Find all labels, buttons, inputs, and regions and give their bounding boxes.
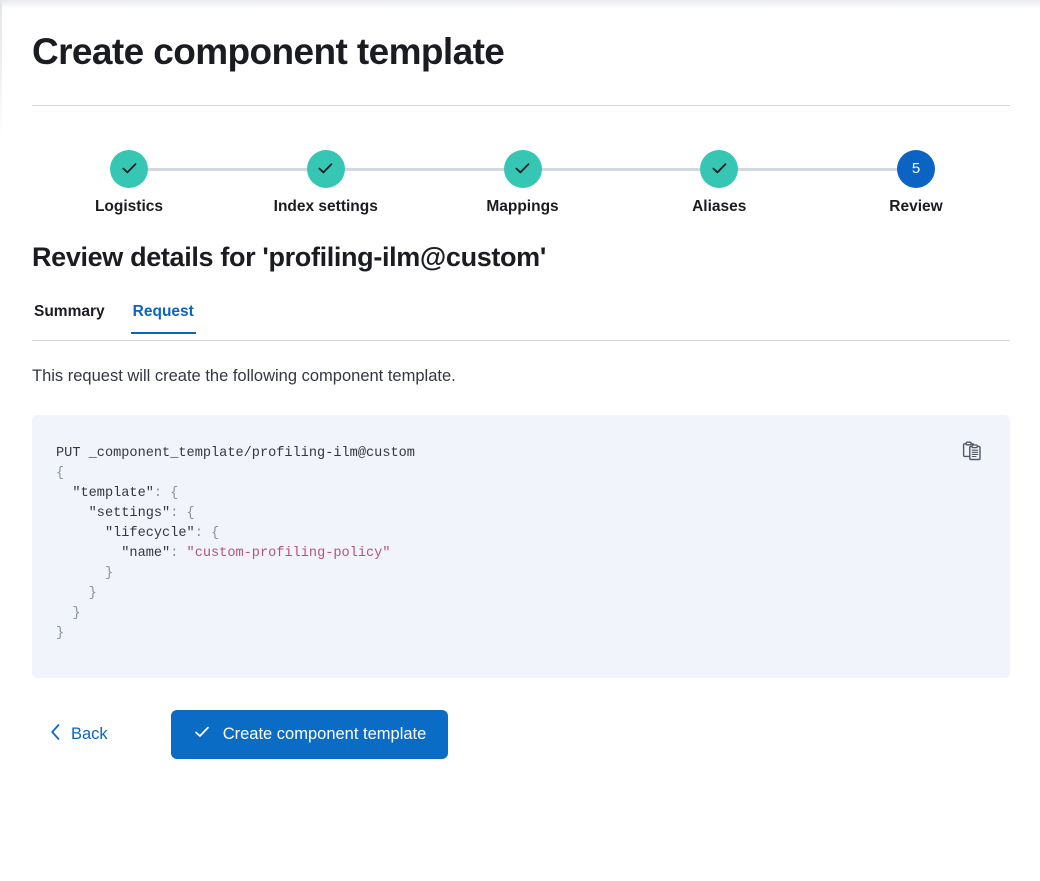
check-icon bbox=[110, 149, 148, 188]
step-logistics[interactable]: Logistics bbox=[44, 149, 214, 216]
left-edge-shadow bbox=[0, 0, 2, 881]
step-label: Mappings bbox=[486, 197, 559, 215]
wizard-footer: Back Create component template bbox=[32, 710, 1008, 760]
step-label: Index settings bbox=[273, 197, 378, 215]
request-code-block: PUT _component_template/profiling-ilm@cu… bbox=[32, 444, 1010, 644]
back-button[interactable]: Back bbox=[45, 717, 112, 752]
back-button-label: Back bbox=[71, 725, 108, 744]
code-token bbox=[56, 506, 89, 521]
create-button-label: Create component template bbox=[222, 725, 427, 744]
request-description: This request will create the following c… bbox=[32, 367, 456, 386]
code-token: "name" bbox=[121, 546, 171, 562]
chevron-left-icon bbox=[49, 723, 62, 746]
step-number: 5 bbox=[911, 160, 921, 178]
tab-request[interactable]: Request bbox=[130, 303, 196, 335]
create-component-template-button[interactable]: Create component template bbox=[170, 710, 449, 760]
code-token: } bbox=[56, 566, 114, 582]
code-token: } bbox=[56, 606, 81, 622]
review-tabs: Summary Request bbox=[32, 299, 1010, 342]
step-connector bbox=[342, 167, 506, 171]
step-label: Review bbox=[889, 197, 943, 215]
step-label: Logistics bbox=[94, 197, 164, 215]
check-icon bbox=[306, 149, 345, 188]
review-details-heading: Review details for 'profiling-ilm@custom… bbox=[32, 241, 546, 272]
code-token: : bbox=[170, 546, 187, 562]
page-title: Create component template bbox=[32, 31, 505, 72]
step-number-badge: 5 bbox=[897, 149, 935, 188]
step-aliases[interactable]: Aliases bbox=[634, 149, 804, 216]
step-label: Aliases bbox=[692, 197, 747, 215]
step-connector bbox=[146, 167, 309, 171]
code-token bbox=[56, 486, 72, 501]
top-scroll-shadow bbox=[0, 0, 1040, 9]
code-token: "settings" bbox=[88, 506, 171, 522]
step-connector bbox=[736, 167, 899, 171]
code-token bbox=[56, 546, 121, 561]
code-token: "lifecycle" bbox=[104, 526, 195, 542]
code-token: } bbox=[56, 586, 97, 602]
code-token: "custom-profiling-policy" bbox=[186, 546, 391, 562]
code-token: _component_template/profiling-ilm@custom bbox=[88, 446, 415, 462]
tab-summary[interactable]: Summary bbox=[32, 303, 107, 334]
check-icon bbox=[700, 149, 739, 188]
code-token: PUT bbox=[56, 446, 89, 462]
code-token: : { bbox=[153, 486, 179, 502]
title-divider bbox=[32, 104, 1010, 106]
request-code-panel: PUT _component_template/profiling-ilm@cu… bbox=[32, 415, 1010, 679]
code-token bbox=[56, 526, 105, 541]
check-icon bbox=[193, 723, 211, 746]
step-connector bbox=[539, 167, 703, 171]
code-token: "template" bbox=[72, 486, 154, 502]
step-mappings[interactable]: Mappings bbox=[438, 149, 608, 216]
step-index-settings[interactable]: Index settings bbox=[241, 149, 411, 216]
code-token: { bbox=[56, 466, 65, 482]
code-token: : { bbox=[194, 526, 220, 542]
copy-clipboard-icon[interactable] bbox=[958, 437, 986, 465]
code-token: } bbox=[56, 626, 65, 642]
code-token: : { bbox=[170, 506, 195, 522]
check-icon bbox=[503, 149, 542, 188]
